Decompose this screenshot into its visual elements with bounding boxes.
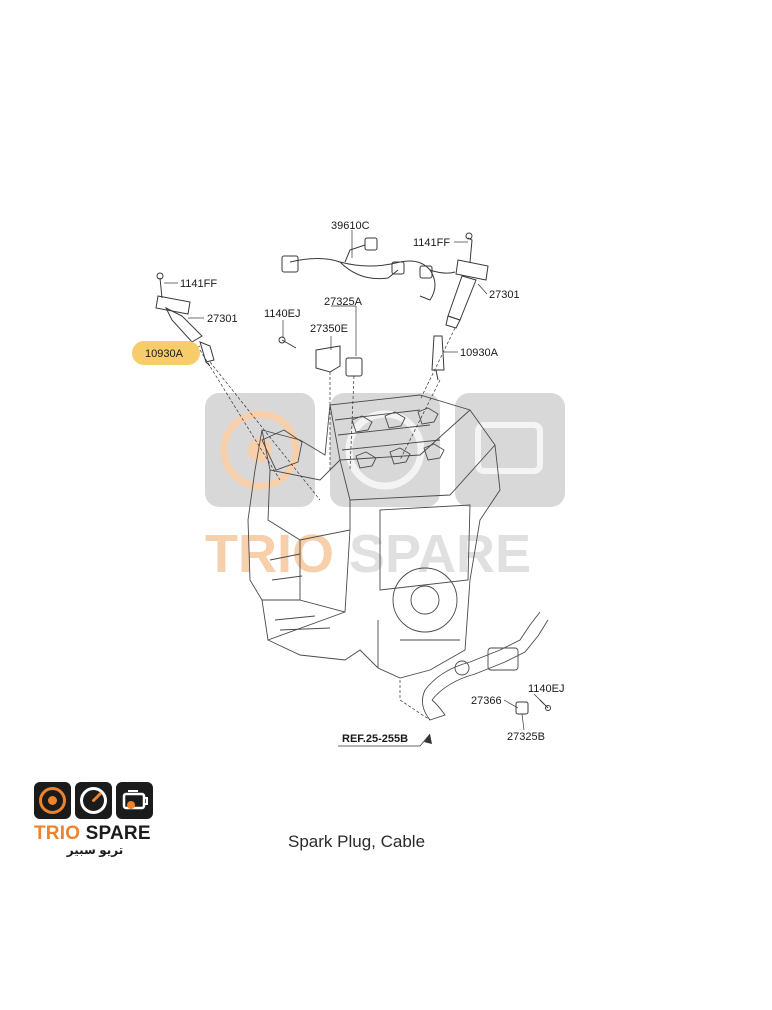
bracket-27350e bbox=[278, 336, 363, 377]
label-1140ej-top: 1140EJ bbox=[264, 308, 301, 320]
wiring-harness-39610c bbox=[281, 237, 456, 301]
label-1141ff-left: 1141FF bbox=[180, 278, 217, 290]
logo-brand: TRIO SPARE bbox=[34, 823, 156, 845]
label-27301-right: 27301 bbox=[489, 289, 520, 301]
watermark-text: TRIO SPARE bbox=[205, 524, 531, 584]
logo-arabic: تريو سبير bbox=[66, 843, 124, 857]
diagram-caption: Spark Plug, Cable bbox=[288, 832, 426, 851]
label-27325a: 27325A bbox=[324, 296, 363, 308]
label-1141ff-right: 1141FF bbox=[413, 237, 450, 249]
leader-lines bbox=[164, 230, 545, 747]
logo-brand-a: TRIO bbox=[34, 823, 81, 844]
spark-plug-left bbox=[199, 341, 215, 367]
label-27350e: 27350E bbox=[310, 323, 348, 335]
highlight-10930a bbox=[132, 341, 200, 365]
spark-plug-right bbox=[431, 335, 445, 381]
label-27366: 27366 bbox=[471, 695, 502, 707]
gauge-icon bbox=[75, 782, 112, 819]
label-1140ej-bottom: 1140EJ bbox=[528, 683, 565, 695]
part-labels: 39610C 1141FF 27301 1141FF 27301 1140EJ … bbox=[145, 220, 565, 745]
label-ref-25-255b: REF.25-255B bbox=[342, 733, 408, 745]
ignition-coil-left bbox=[155, 272, 203, 343]
label-27301-left: 27301 bbox=[207, 313, 238, 325]
logo-icons bbox=[34, 782, 156, 819]
bracket-27366 bbox=[515, 699, 551, 715]
speaker-icon bbox=[34, 782, 71, 819]
engine-icon bbox=[116, 782, 153, 819]
label-10930a-left: 10930A bbox=[145, 348, 184, 360]
label-39610c: 39610C bbox=[331, 220, 370, 232]
engine-block bbox=[247, 394, 549, 721]
label-10930a-right: 10930A bbox=[460, 347, 499, 359]
label-27325b: 27325B bbox=[507, 731, 545, 743]
ignition-coil-right bbox=[445, 232, 489, 329]
trio-spare-logo: TRIO SPARE تريو سبير bbox=[34, 782, 156, 857]
watermark: TRIO SPARE bbox=[205, 393, 565, 584]
logo-brand-b: SPARE bbox=[85, 823, 151, 844]
